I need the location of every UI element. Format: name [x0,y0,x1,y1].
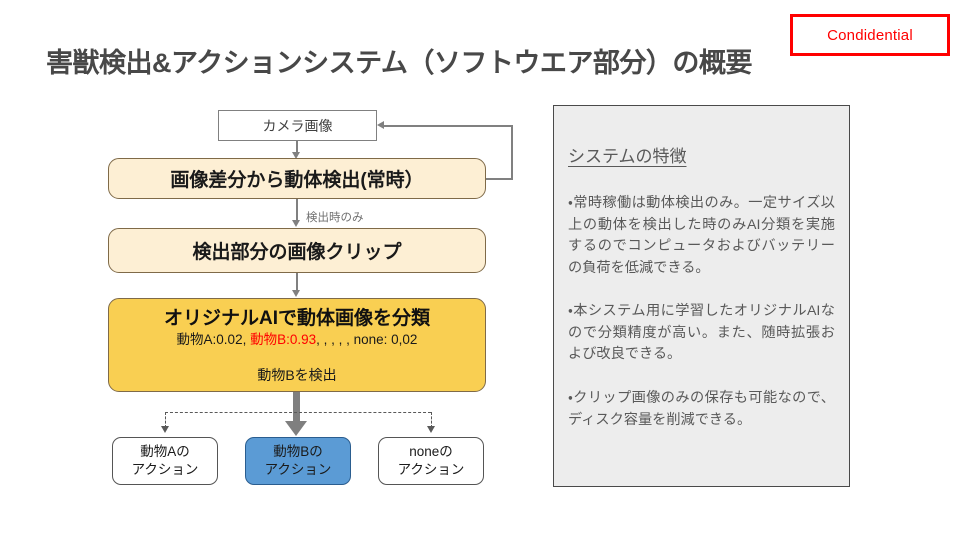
node-image-clip[interactable]: 検出部分の画像クリップ [108,228,486,273]
ai-prob-highlight: 動物B:0.93 [250,331,317,347]
node-camera-image-label: カメラ画像 [262,117,333,134]
node-camera-image[interactable]: カメラ画像 [218,110,377,141]
features-panel-title: システムの特徴 [568,147,687,166]
edge-label-detect-only: 検出時のみ [306,212,364,224]
node-motion-detection[interactable]: 画像差分から動体検出(常時） [108,158,486,199]
page-title: 害獣検出&アクションシステム（ソフトウエア部分）の概要 [46,48,752,78]
confidential-stamp: Condidential [790,14,950,56]
branch-drop-left [165,412,166,428]
arrowhead-camera-to-motion [292,152,300,159]
node-motion-detection-label: 画像差分から動体検出(常時） [170,170,424,191]
node-action-animal-a-line2: アクション [131,462,199,477]
feature-item-2: ・本システム用に学習したオリジナルAIなので分類精度が高い。また、随時拡張および… [568,303,835,363]
node-action-none-line1: noneの [409,443,453,459]
ai-prob-suffix: , , , , , none: 0,02 [316,331,418,347]
arrowhead-ai-to-action-none [427,426,435,433]
feedback-loop-segment-right [511,125,513,179]
node-ai-title: オリジナルAIで動体画像を分類 [163,308,430,329]
feature-item-1: ・常時稼働は動体検出のみ。一定サイズ以上の動体を検出した時のみAI分類を実施する… [568,195,835,276]
node-action-animal-b-line1: 動物Bの [273,443,323,459]
connector-camera-to-motion [296,141,298,154]
node-image-clip-label: 検出部分の画像クリップ [192,242,402,263]
node-action-animal-a-line1: 動物Aの [140,443,190,459]
arrowhead-ai-to-action-b [285,421,307,436]
node-action-animal-a[interactable]: 動物Aの アクション [112,437,218,485]
features-panel: システムの特徴 ・常時稼働は動体検出のみ。一定サイズ以上の動体を検出した時のみA… [553,105,850,487]
node-action-none-line2: アクション [397,462,465,477]
node-ai-classification[interactable]: オリジナルAIで動体画像を分類 動物A:0.02, 動物B:0.93, , , … [108,298,486,392]
node-ai-result: 動物Bを検出 [257,367,337,384]
ai-prob-prefix: 動物A:0.02, [176,331,251,347]
connector-clip-to-ai [296,273,298,292]
node-ai-probabilities: 動物A:0.02, 動物B:0.93, , , , , none: 0,02 [177,332,418,348]
feature-item-3: ・クリップ画像のみの保存も可能なので、ディスク容量を削減できる。 [568,390,835,428]
arrowhead-feedback-to-camera [377,121,384,129]
node-action-none[interactable]: noneの アクション [378,437,484,485]
connector-ai-to-action-b [293,392,300,424]
feedback-loop-segment-top [384,125,512,127]
branch-bus-horizontal [165,412,431,413]
confidential-stamp-label: Condidential [827,26,913,44]
arrowhead-motion-to-clip [292,220,300,227]
node-action-animal-b-line2: アクション [264,462,332,477]
feedback-loop-segment-bottom [486,178,513,180]
node-action-animal-b[interactable]: 動物Bの アクション [245,437,351,485]
arrowhead-clip-to-ai [292,290,300,297]
arrowhead-ai-to-action-a [161,426,169,433]
branch-drop-right [431,412,432,428]
connector-motion-to-clip [296,199,298,223]
